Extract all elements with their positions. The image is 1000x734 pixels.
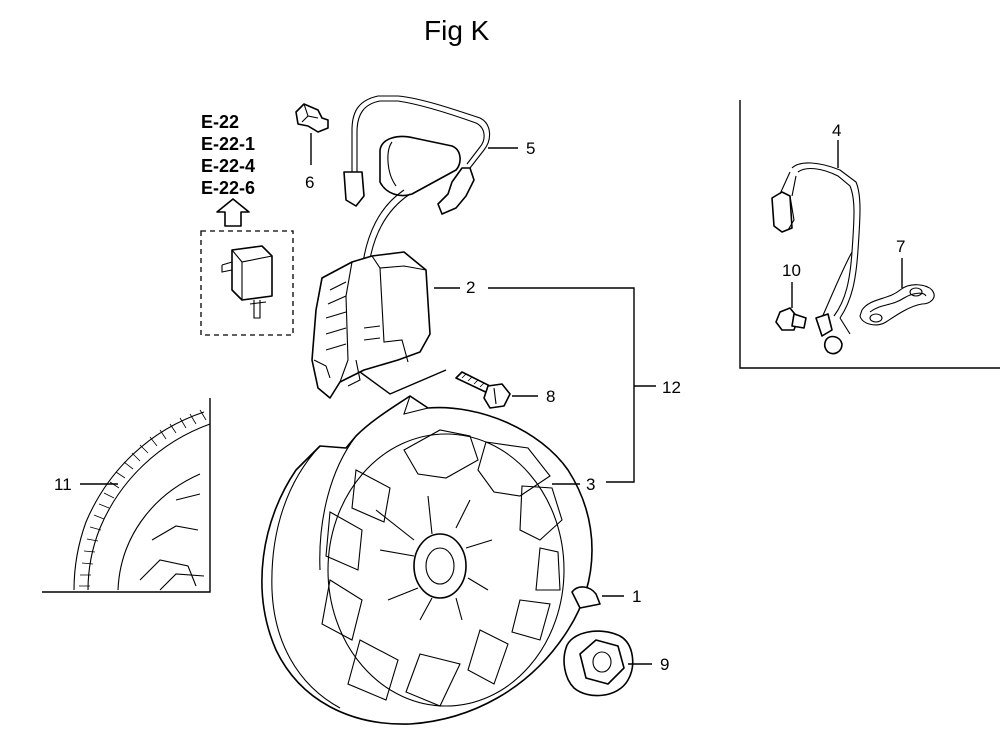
callout-1: 1 [632,587,641,606]
ref-code: E-22-6 [201,178,255,198]
callout-11: 11 [54,475,72,494]
ignition-coil-part-2 [311,251,431,399]
leader-line-8b [359,369,447,395]
condenser-part [221,245,273,319]
ref-code: E-22-1 [201,134,255,154]
figure-title: Fig K [424,15,490,46]
callout-2: 2 [466,278,475,297]
ref-code: E-22-4 [201,156,255,176]
callout-12: 12 [662,378,681,397]
key-part-1 [571,586,601,609]
callout-4: 4 [832,121,841,140]
reference-codes: E-22 E-22-1 E-22-4 E-22-6 [201,112,255,198]
callout-5: 5 [526,139,535,158]
up-arrow-icon [216,198,250,227]
callout-3: 3 [586,475,595,494]
callout-10: 10 [782,261,801,280]
bolt-part-8 [455,371,511,409]
callout-8: 8 [546,387,555,406]
inset-border [42,398,211,593]
clamp-part-7 [859,284,935,326]
flywheel-part-3 [261,395,593,725]
callout-6: 6 [305,173,314,192]
ring-gear-inset [42,398,211,593]
callout-9: 9 [660,655,669,674]
right-inset-border [739,100,1000,369]
ref-code: E-22 [201,112,239,132]
nut-part-9 [563,630,634,697]
screw-part-10 [775,307,807,331]
reference-part-box [200,230,294,336]
bracket-line-12 [488,287,635,483]
callout-7: 7 [896,237,905,256]
clip-part-6 [295,103,329,133]
wire-harness-part-4 [771,162,861,355]
